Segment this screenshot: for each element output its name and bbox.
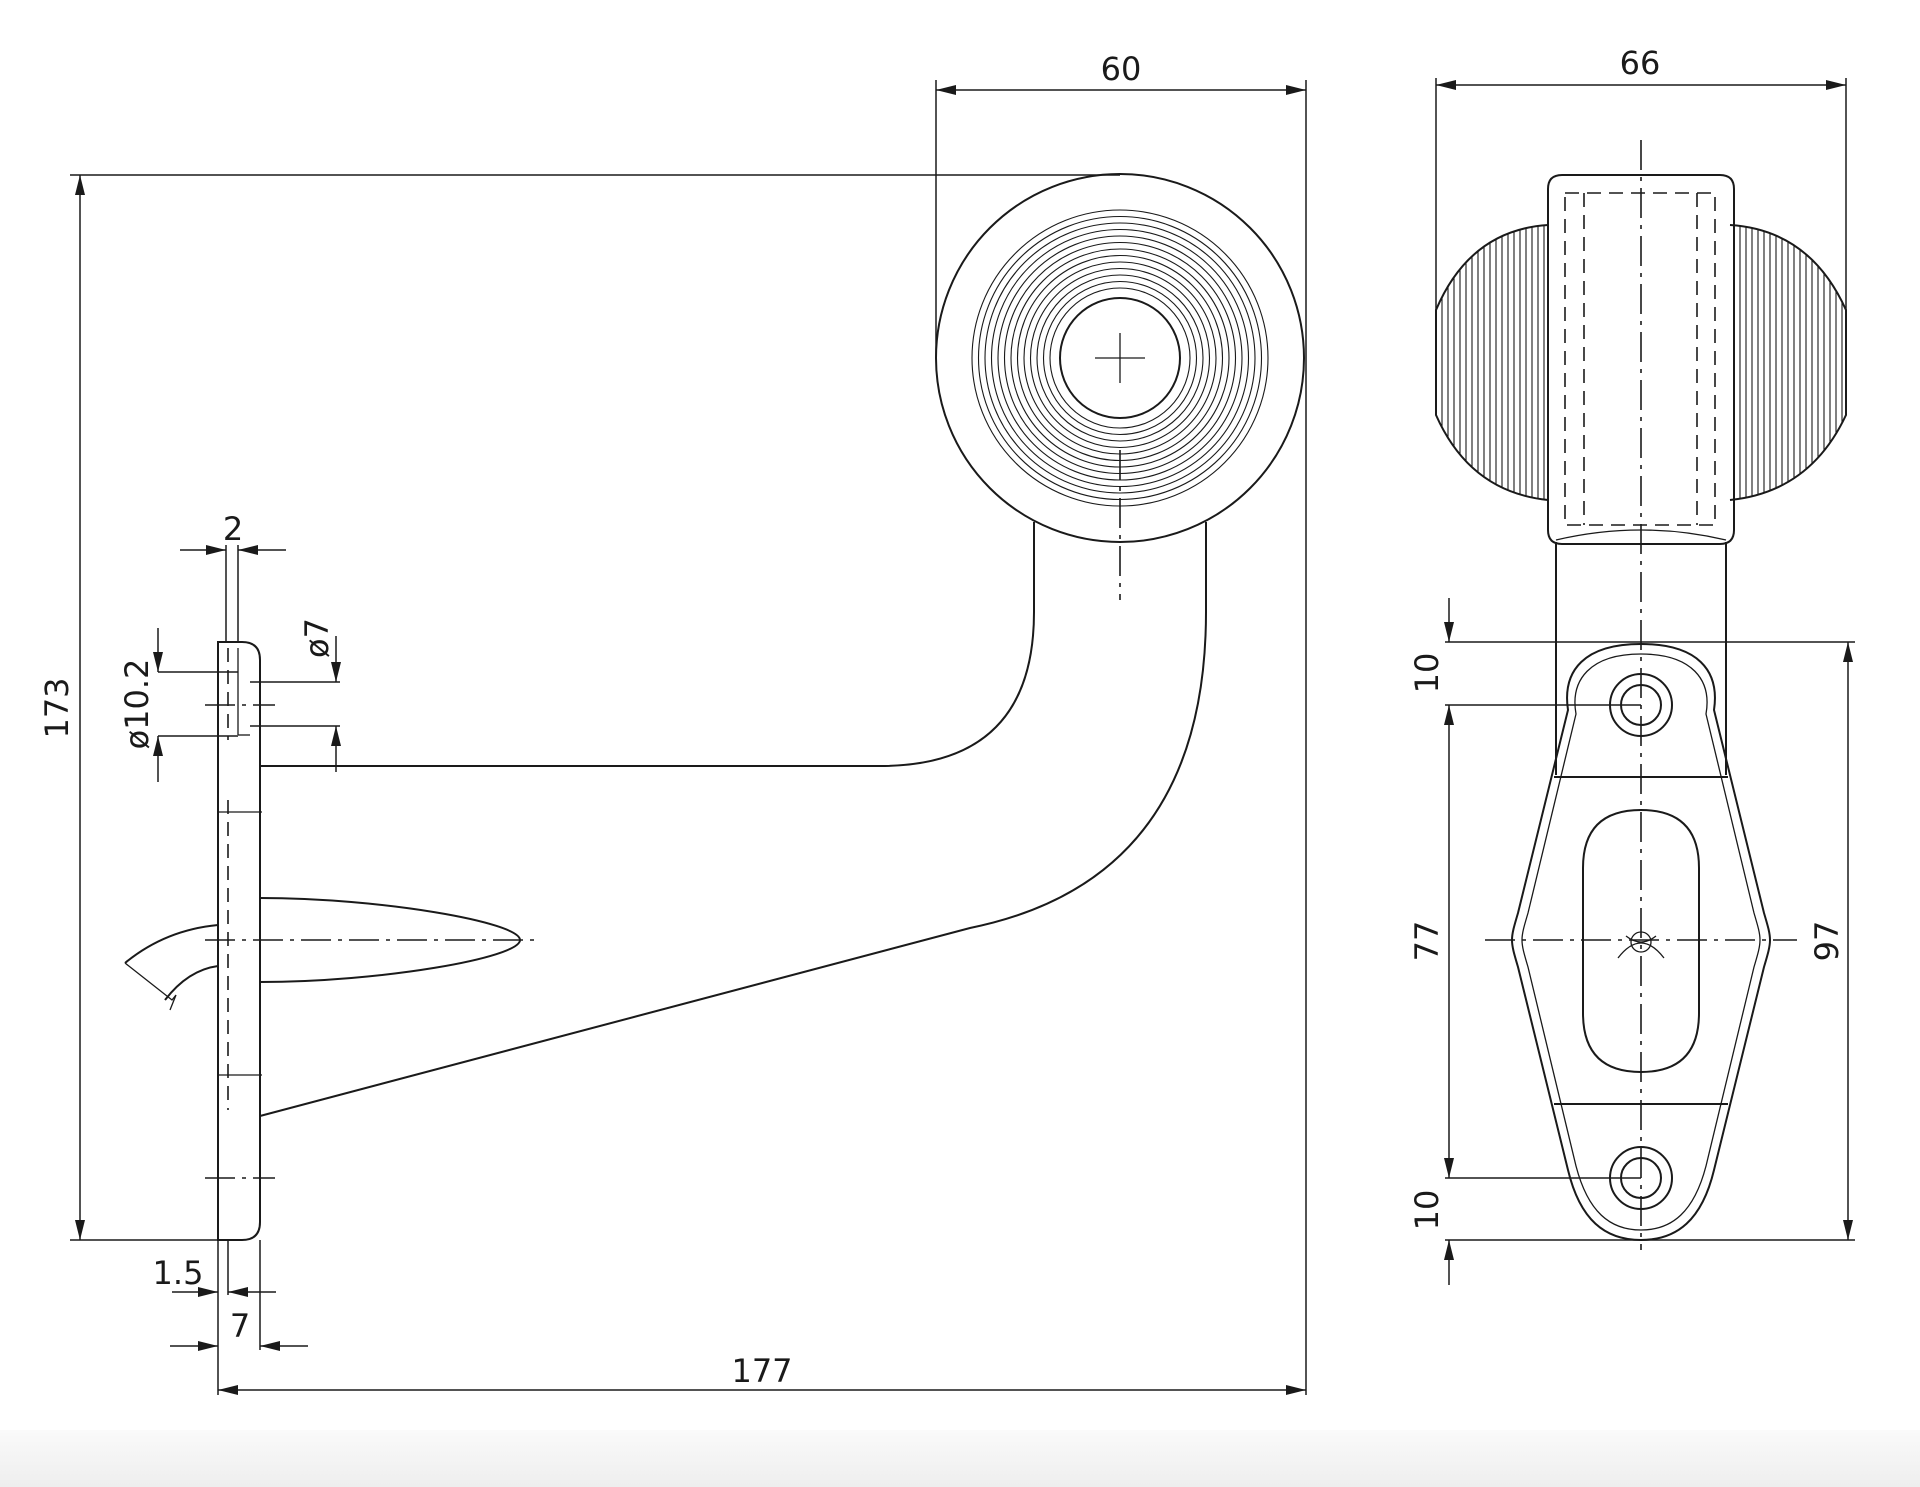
lamp-cap-left bbox=[1435, 224, 1549, 501]
dim-dia-10-2: ø10.2 bbox=[118, 659, 156, 750]
footer-bar bbox=[0, 1430, 1920, 1487]
dim-97: 97 bbox=[1808, 921, 1846, 962]
dimension-lines bbox=[70, 78, 1855, 1395]
dim-77: 77 bbox=[1408, 921, 1446, 962]
dim-10-bottom: 10 bbox=[1408, 1190, 1446, 1231]
dim-60: 60 bbox=[1101, 50, 1142, 88]
dim-1-5: 1.5 bbox=[153, 1254, 204, 1292]
dim-66: 66 bbox=[1620, 44, 1661, 82]
lamp-cap-right bbox=[1729, 224, 1847, 501]
dim-177: 177 bbox=[731, 1352, 792, 1390]
lamp-lens-center bbox=[1059, 297, 1181, 419]
dim-dia-7: ø7 bbox=[298, 618, 336, 658]
side-view bbox=[124, 173, 1305, 1241]
front-view bbox=[1435, 140, 1847, 1250]
arm-outline bbox=[260, 522, 1035, 767]
bracket-slot bbox=[1582, 808, 1700, 1074]
front-housing bbox=[1547, 174, 1735, 545]
mounting-plate bbox=[217, 641, 261, 1241]
lens-rings bbox=[971, 209, 1269, 507]
dim-7: 7 bbox=[230, 1307, 250, 1345]
dim-173: 173 bbox=[38, 677, 76, 738]
cable-outlet bbox=[124, 924, 219, 964]
dim-2: 2 bbox=[223, 510, 243, 548]
dim-10-top: 10 bbox=[1408, 653, 1446, 694]
